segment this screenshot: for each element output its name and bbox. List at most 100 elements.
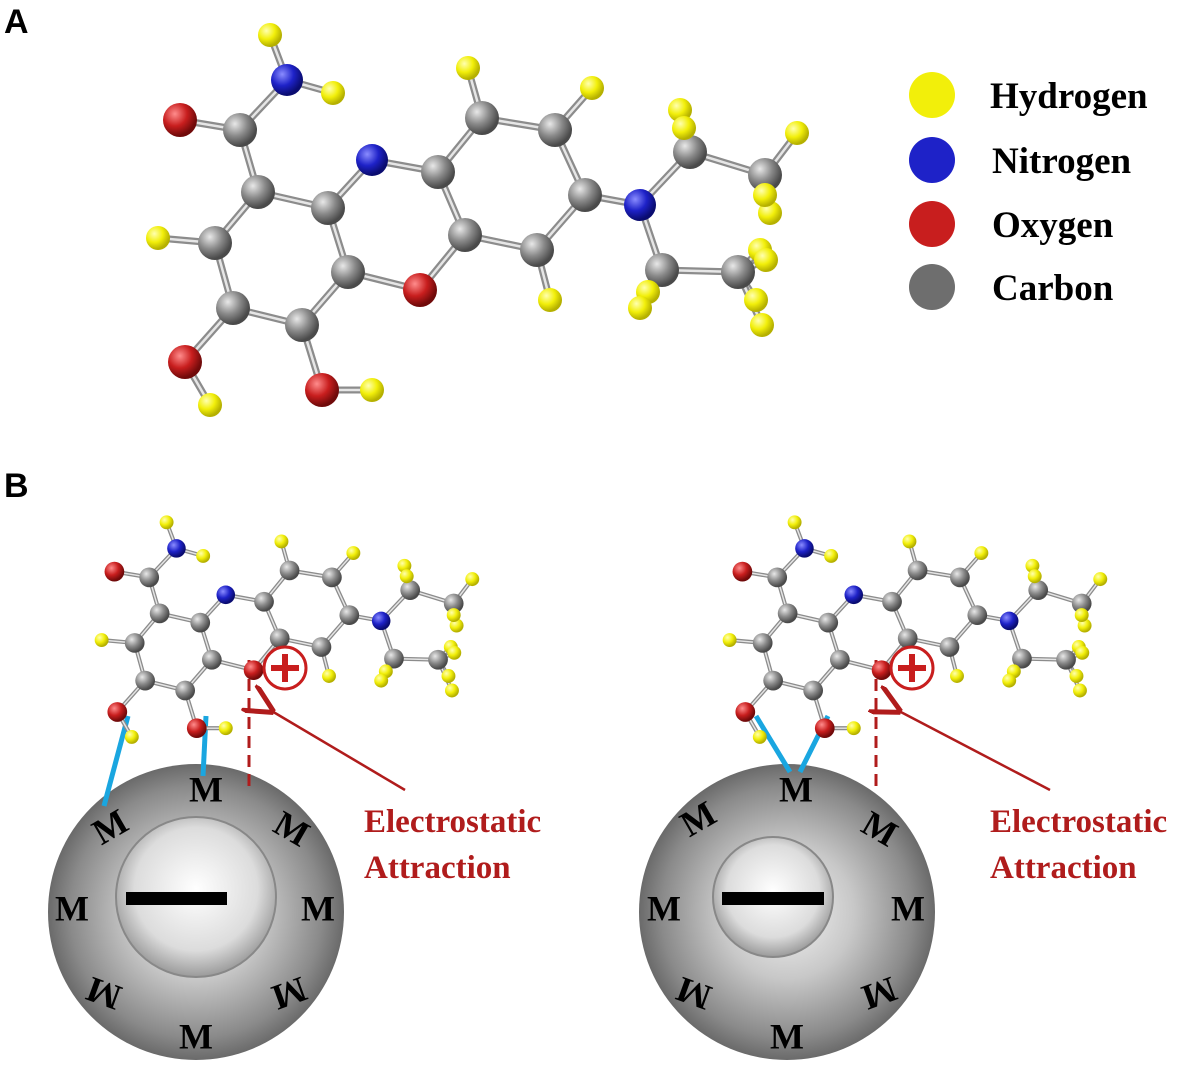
panel-label-b: B [4,467,29,505]
hydrogen-atom [750,313,774,337]
legend-oxygen-label: Oxygen [992,205,1114,246]
hydrogen-atom [1027,569,1042,584]
annotation-line2: Attraction [364,850,511,886]
hydrogen-atom [360,378,384,402]
nitrogen-atom [356,144,388,176]
hydrogen-atom [218,721,233,736]
molecule-small [94,515,480,744]
carbon-atom [241,175,275,209]
hydrogen-atom [258,23,282,47]
attraction-arrow [897,710,1051,792]
carbon-atom [339,605,360,625]
hydrogen-atom [1074,608,1089,623]
oxygen-atom [186,718,207,739]
legend-carbon-label: Carbon [992,268,1114,309]
carbon-atom [907,560,928,581]
carbon-atom [124,633,145,653]
carbon-atom [767,567,788,588]
hydrogen-atom [399,569,414,584]
hydrogen-atom [124,729,139,744]
negative-charge-icon [722,892,824,905]
hydrogen-atom [1069,669,1084,683]
carbon-atom [1071,593,1092,614]
carbon-atom [269,628,290,649]
carbon-atom [149,603,170,624]
oxygen-atom [735,702,756,722]
carbon-atom [443,593,464,614]
carbon-atom [311,191,345,225]
legend-oxygen-swatch [909,201,955,247]
hydrogen-atom [449,618,464,633]
coordination-bond [101,715,131,807]
carbon-atom [818,612,839,633]
hydrogen-atom [146,226,170,250]
hydrogen-atom [1077,618,1092,633]
hydrogen-atom [785,121,809,145]
carbon-atom [331,255,365,289]
carbon-atom [568,178,602,212]
oxygen-atom [104,561,125,582]
hydrogen-atom [1025,558,1040,573]
attraction-arrow [270,710,406,792]
nitrogen-atom [167,539,186,558]
nitrogen-atom [844,585,864,605]
oxygen-atom [243,660,264,681]
carbon-atom [279,560,300,581]
carbon-atom [135,670,155,691]
legend-nitrogen-label: Nitrogen [992,141,1131,182]
hydrogen-atom [196,548,211,563]
hydrogen-atom [447,645,462,660]
hydrogen-atom [321,81,345,105]
carbon-atom [201,649,222,670]
carbon-atom [322,567,342,588]
carbon-atom [311,637,332,657]
hydrogen-atom [159,515,174,530]
hydrogen-atom [974,546,989,560]
carbon-atom [829,649,850,670]
hydrogen-atom [902,534,917,549]
hydrogen-atom [198,393,222,417]
hydrogen-atom [787,515,802,530]
legend-hydrogen-label: Hydrogen [990,76,1148,117]
carbon-atom [254,591,274,612]
carbon-atom [777,603,798,624]
carbon-atom [752,633,773,653]
carbon-atom [198,226,232,260]
legend-carbon-swatch [909,264,955,310]
legend-hydrogen-swatch [909,72,955,118]
hydrogen-atom [752,729,767,744]
metal-site-label: M [779,769,813,809]
carbon-atom [967,605,988,625]
hydrogen-atom [397,558,412,573]
oxygen-atom [305,373,339,407]
oxygen-atom [168,345,202,379]
nitrogen-atom [624,189,656,221]
oxygen-atom [163,103,197,137]
carbon-atom [1012,648,1032,669]
hydrogen-atom [274,534,289,549]
nitrogen-atom [216,585,236,605]
hydrogen-atom [1075,645,1090,660]
carbon-atom [190,612,211,633]
carbon-atom [384,648,404,669]
carbon-atom [216,291,250,325]
nitrogen-atom [271,64,303,96]
carbon-atom [428,649,448,670]
carbon-atom [421,155,455,189]
coordination-bond [753,714,793,774]
metal-site-label: M [189,769,223,809]
oxygen-atom [814,718,835,739]
metal-site-label: M [179,1016,213,1056]
hydrogen-atom [445,683,459,698]
carbon-atom [950,567,970,588]
oxygen-atom [403,273,437,307]
hydrogen-atom [465,572,480,587]
legend-nitrogen-swatch [909,137,955,183]
oxygen-atom [732,561,753,582]
annotation-line1: Electrostatic [990,804,1167,840]
oxygen-atom [107,702,128,722]
metal-site-label: M [770,1016,804,1056]
metal-site-label: M [55,888,89,928]
